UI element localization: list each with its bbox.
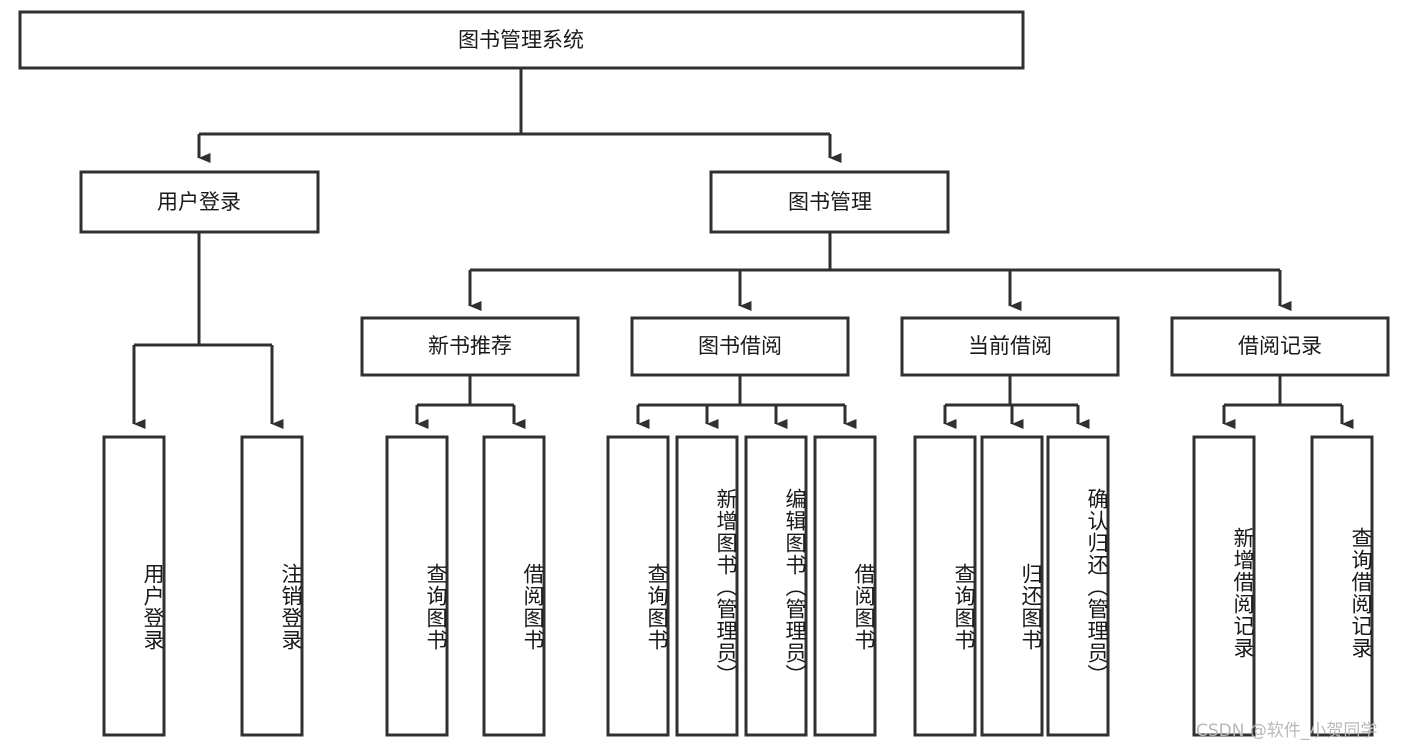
leaf-label-current-1: 查询图书 — [952, 563, 976, 651]
node-book-management[interactable]: 图书管理 — [709, 170, 950, 234]
leaf-box-new-books-1[interactable] — [385, 435, 449, 737]
node-borrow-records-label: 借阅记录 — [1238, 334, 1322, 358]
leaf-label-user-login-1: 用户登录 — [141, 563, 165, 651]
node-borrow-records[interactable]: 借阅记录 — [1170, 316, 1390, 377]
node-user-login-label: 用户登录 — [157, 190, 241, 214]
leaf-label-borrow-3: 编辑图书（管理员） — [783, 488, 807, 686]
node-user-login-box[interactable] — [79, 170, 320, 234]
node-new-book-recommend[interactable]: 新书推荐 — [360, 316, 580, 377]
leaf-label-new-books-1: 查询图书 — [424, 563, 448, 651]
node-book-borrow[interactable]: 图书借阅 — [630, 316, 850, 377]
node-current-borrow-box[interactable] — [900, 316, 1120, 377]
node-root-box[interactable] — [18, 10, 1025, 70]
node-borrow-records-box[interactable] — [1170, 316, 1390, 377]
leaf-label-user-login-2: 注销登录 — [279, 563, 303, 651]
node-new-book-recommend-box[interactable] — [360, 316, 580, 377]
leaf-box-borrow-2[interactable] — [675, 435, 739, 737]
leaf-label-records-2: 查询借阅记录 — [1349, 526, 1373, 659]
leaf-box-new-books-2[interactable] — [482, 435, 546, 737]
node-current-borrow[interactable]: 当前借阅 — [900, 316, 1120, 377]
leaf-label-current-3: 确认归还（管理员） — [1085, 488, 1109, 686]
leaf-label-borrow-2: 新增图书（管理员） — [714, 488, 738, 686]
leaf-box-records-1[interactable] — [1192, 435, 1256, 737]
leaf-label-new-books-2: 借阅图书 — [521, 563, 545, 651]
connector-group-user-login — [132, 232, 284, 429]
connector-group-book-mgmt — [468, 232, 1292, 311]
leaf-box-user-login-2[interactable] — [240, 435, 304, 737]
node-root[interactable]: 图书管理系统 — [18, 10, 1025, 70]
node-user-login[interactable]: 用户登录 — [79, 170, 320, 234]
leaf-box-current-2[interactable] — [980, 435, 1044, 737]
node-root-label: 图书管理系统 — [458, 28, 584, 52]
leaf-box-records-2[interactable] — [1310, 435, 1374, 737]
node-book-borrow-label: 图书借阅 — [698, 334, 782, 358]
connector-group-current — [943, 375, 1090, 429]
leaf-box-borrow-3[interactable] — [744, 435, 808, 737]
connector-group-records — [1222, 375, 1354, 429]
leaf-label-current-2: 归还图书 — [1019, 563, 1043, 651]
leaf-box-user-login-1[interactable] — [102, 435, 166, 737]
leaf-box-current-1[interactable] — [913, 435, 977, 737]
node-book-management-box[interactable] — [709, 170, 950, 234]
node-book-management-label: 图书管理 — [788, 190, 872, 214]
node-book-borrow-box[interactable] — [630, 316, 850, 377]
csdn-watermark: CSDN @软件_小贺同学 — [1196, 721, 1378, 741]
connector-group-root — [197, 68, 842, 163]
connector-group-new-books — [415, 375, 526, 429]
leaf-label-records-1: 新增借阅记录 — [1231, 526, 1255, 659]
leaf-label-borrow-4: 借阅图书 — [852, 563, 876, 651]
leaf-box-borrow-4[interactable] — [813, 435, 877, 737]
leaf-box-borrow-1[interactable] — [606, 435, 670, 737]
connector-group-borrow — [636, 375, 857, 429]
node-current-borrow-label: 当前借阅 — [968, 334, 1052, 358]
leaf-label-borrow-1: 查询图书 — [645, 563, 669, 651]
leaf-box-current-3[interactable] — [1046, 435, 1110, 737]
node-new-book-recommend-label: 新书推荐 — [428, 334, 512, 358]
